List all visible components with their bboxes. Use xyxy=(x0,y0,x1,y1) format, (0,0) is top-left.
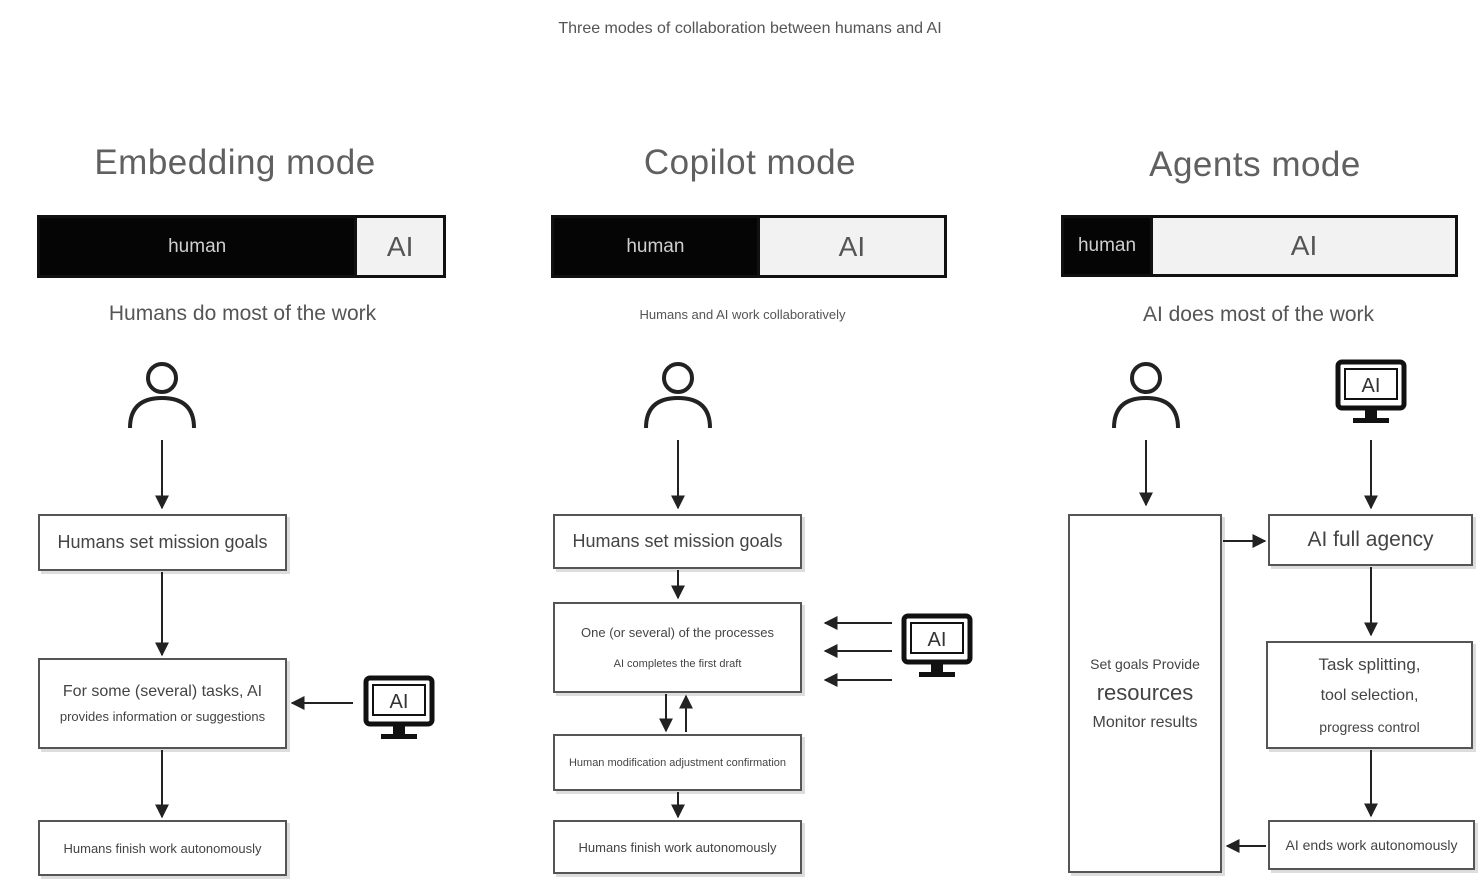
step-label: Humans finish work autonomously xyxy=(63,840,262,856)
step-label: One (or several) of the processes xyxy=(581,625,774,640)
step-label: tool selection, xyxy=(1320,687,1419,704)
copilot-step-modification: Human modification adjustment confirmati… xyxy=(553,734,802,791)
step-label: provides information or suggestions xyxy=(59,709,266,724)
step-label: Humans finish work autonomously xyxy=(578,839,777,855)
ai-monitor-label: AI xyxy=(390,691,409,713)
step-label: Human modification adjustment confirmati… xyxy=(568,756,787,769)
diagram-caption: Three modes of collaboration between hum… xyxy=(558,20,942,37)
agents-mode-title: Agents mode xyxy=(1149,145,1361,184)
copilot-arrows xyxy=(659,440,892,819)
human-share-segment: human xyxy=(1064,218,1151,274)
step-label: Humans set mission goals xyxy=(572,531,783,551)
embedding-subtitle: Humans do most of the work xyxy=(108,302,377,325)
person-icon xyxy=(1112,362,1180,429)
step-label: Set goals Provide xyxy=(1090,655,1200,672)
ai-share-segment: AI xyxy=(756,218,944,275)
human-share-segment: human xyxy=(554,218,757,275)
agents-subtitle: AI does most of the work xyxy=(1142,303,1375,326)
copilot-step-first-draft: One (or several) of the processes AI com… xyxy=(553,602,802,693)
ai-share-segment: AI xyxy=(354,218,443,275)
embedding-step-set-goals: Humans set mission goals xyxy=(38,514,287,571)
embedding-arrows xyxy=(155,440,353,819)
agents-step-full-agency: AI full agency xyxy=(1268,514,1473,566)
embedding-mode-title: Embedding mode xyxy=(94,143,376,182)
embedding-step-ai-assist: For some (several) tasks, AI provides in… xyxy=(38,658,287,749)
copilot-step-set-goals: Humans set mission goals xyxy=(553,514,802,569)
person-icon xyxy=(128,362,196,429)
step-label: Task splitting, xyxy=(1318,655,1421,674)
step-label: progress control xyxy=(1319,719,1420,735)
agents-ratio-bar: human AI xyxy=(1061,215,1458,277)
person-icon xyxy=(644,362,712,429)
copilot-subtitle: Humans and AI work collaboratively xyxy=(639,307,846,322)
step-label: resources xyxy=(1096,679,1194,705)
embedding-ratio-bar: human AI xyxy=(37,215,446,278)
embedding-step-finish: Humans finish work autonomously xyxy=(38,820,287,876)
step-label: AI completes the first draft xyxy=(613,658,742,670)
ai-monitor-label: AI xyxy=(1362,375,1381,397)
step-label: AI ends work autonomously xyxy=(1285,837,1458,853)
ai-monitor-icon: AI xyxy=(901,613,973,677)
human-share-segment: human xyxy=(40,218,355,275)
step-label: Humans set mission goals xyxy=(57,532,268,552)
step-label: Monitor results xyxy=(1092,713,1198,731)
copilot-ratio-bar: human AI xyxy=(551,215,947,278)
copilot-mode-title: Copilot mode xyxy=(643,143,857,182)
agents-step-task-splitting: Task splitting, tool selection, progress… xyxy=(1266,641,1473,749)
step-label: For some (several) tasks, AI xyxy=(62,683,263,700)
ai-monitor-icon: AI xyxy=(1335,359,1407,423)
step-label: AI full agency xyxy=(1307,528,1434,551)
agents-step-ai-ends: AI ends work autonomously xyxy=(1268,820,1475,870)
agents-arrows xyxy=(1139,440,1378,853)
ai-monitor-label: AI xyxy=(928,629,947,651)
agents-human-oversight-box: Set goals Provide resources Monitor resu… xyxy=(1068,514,1222,873)
copilot-step-finish: Humans finish work autonomously xyxy=(553,820,802,874)
ai-monitor-icon: AI xyxy=(363,675,435,739)
ai-share-segment: AI xyxy=(1150,218,1455,274)
